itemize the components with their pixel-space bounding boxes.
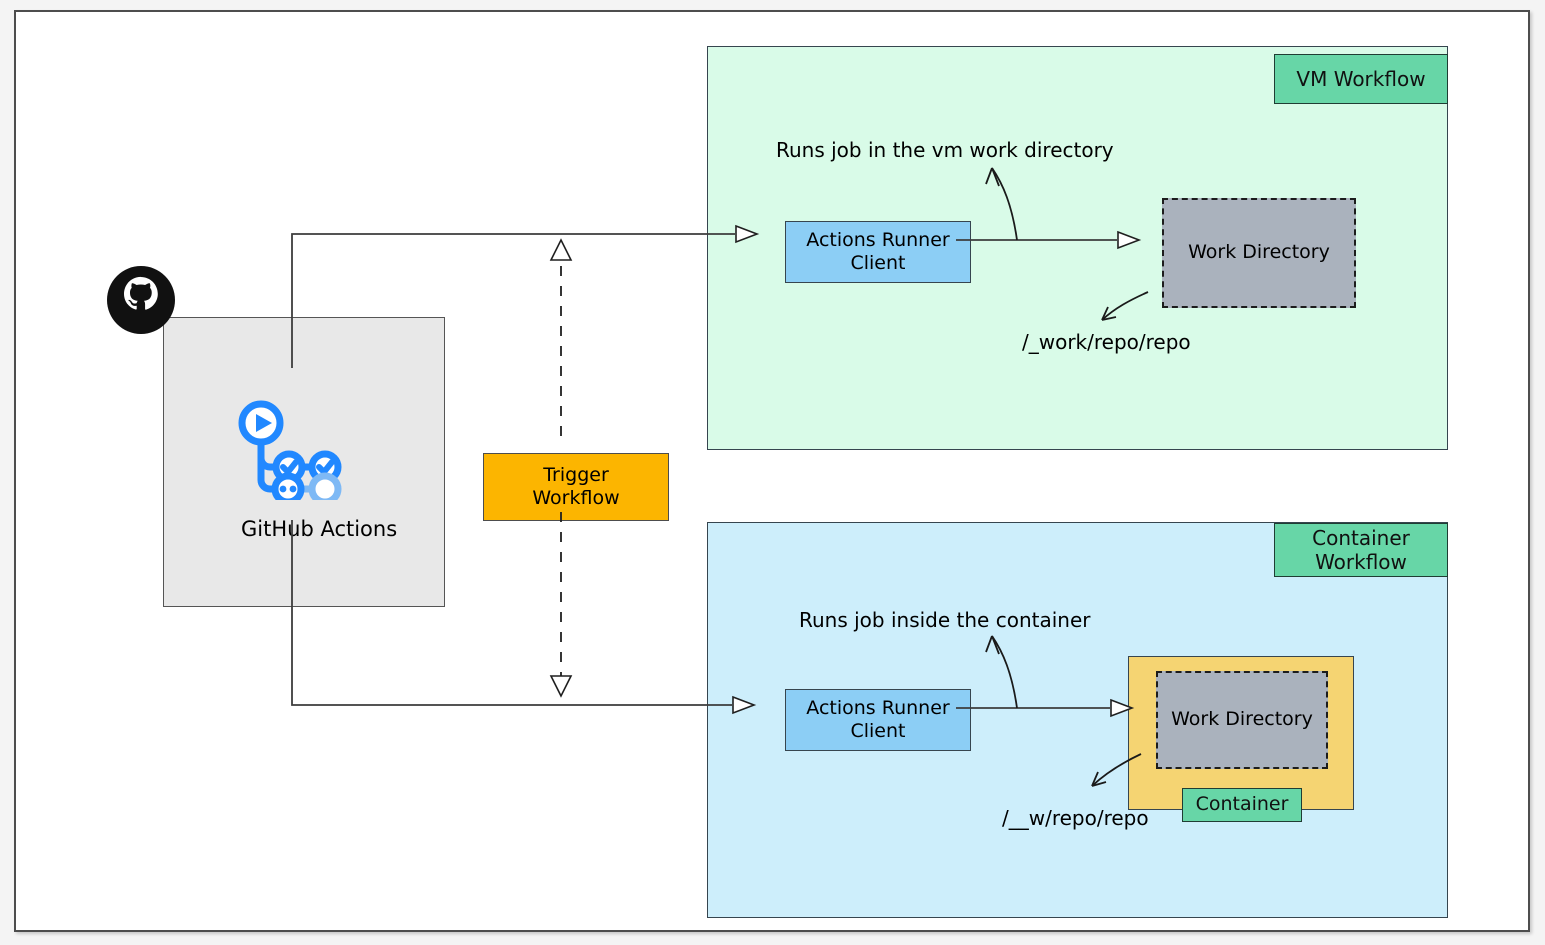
trigger-workflow-box[interactable]: Trigger Workflow bbox=[483, 453, 669, 521]
vm-work-path-label: /_work/repo/repo bbox=[1022, 330, 1191, 354]
github-octocat-icon bbox=[107, 266, 175, 334]
vm-annotation-label: Runs job in the vm work directory bbox=[776, 138, 1114, 162]
vm-work-directory[interactable]: Work Directory bbox=[1162, 198, 1356, 308]
container-annotation-label: Runs job inside the container bbox=[799, 608, 1091, 632]
container-work-directory[interactable]: Work Directory bbox=[1156, 671, 1328, 769]
container-workflow-tag[interactable]: Container Workflow bbox=[1274, 523, 1448, 577]
container-work-path-label: /__w/repo/repo bbox=[1002, 806, 1149, 830]
vm-workflow-tag[interactable]: VM Workflow bbox=[1274, 54, 1448, 104]
container-actions-runner-client[interactable]: Actions Runner Client bbox=[785, 689, 971, 751]
github-actions-label: GitHub Actions bbox=[241, 517, 398, 541]
container-label-tag[interactable]: Container bbox=[1182, 788, 1302, 822]
github-actions-logo-icon bbox=[238, 400, 342, 500]
diagram-canvas: VM Workflow Runs job in the vm work dire… bbox=[14, 10, 1530, 932]
vm-actions-runner-client[interactable]: Actions Runner Client bbox=[785, 221, 971, 283]
